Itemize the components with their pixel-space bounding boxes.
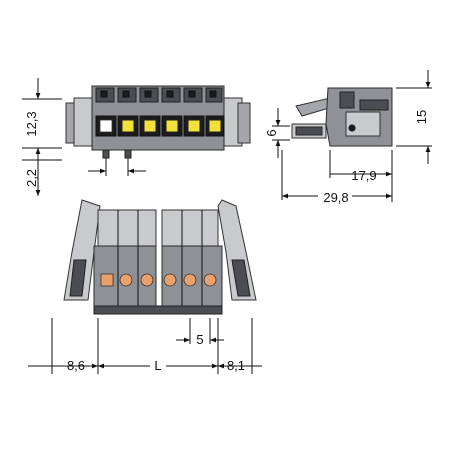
dim-label-17-9: 17,9 — [351, 168, 376, 183]
dim-label-6: 6 — [264, 129, 279, 136]
top-front-view — [65, 85, 251, 159]
dim-side-height: 15 — [396, 70, 432, 164]
side-view — [291, 87, 393, 147]
left-latch-plate — [73, 97, 93, 147]
dim-label-5: 5 — [196, 332, 203, 347]
side-window-1 — [339, 91, 355, 109]
dim-side-inner-width: 17,9 — [329, 150, 393, 202]
bottom-right-latch-grip — [231, 259, 251, 297]
dim-label-12-3: 12,3 — [24, 111, 39, 136]
top-squares — [100, 90, 217, 98]
dim-side-total-width: 29,8 — [281, 150, 392, 205]
dim-side-depth: 6 — [264, 108, 290, 158]
dim-top-left-step: 2,2 — [22, 159, 62, 196]
bottom-view — [63, 199, 257, 315]
side-panel — [345, 111, 381, 137]
side-rivet — [348, 124, 356, 132]
side-window-2 — [359, 99, 389, 111]
dim-label-8-6: 8,6 — [67, 358, 85, 373]
bottom-right-upper — [161, 209, 219, 247]
bottom-left-latch-grip — [69, 259, 87, 297]
dim-label-8-1: 8,1 — [227, 358, 245, 373]
bottom-separators — [117, 210, 203, 310]
dim-top-left-height: 12,3 — [22, 78, 62, 170]
bottom-strip — [93, 305, 223, 315]
wire-entry-slot — [295, 126, 323, 136]
dim-label-15: 15 — [414, 110, 429, 124]
dim-label-L: L — [154, 358, 161, 373]
dim-label-29-8: 29,8 — [323, 190, 348, 205]
bottom-left-upper — [97, 209, 157, 247]
contact-row — [100, 273, 217, 287]
right-latch — [237, 102, 251, 144]
dim-bottom-pitch: 5 — [176, 318, 224, 347]
dim-top-pitch — [88, 158, 146, 176]
dim-bottom-row: 8,6 L 8,1 — [28, 318, 262, 374]
conductor-openings — [95, 115, 225, 137]
bottom-pins — [102, 149, 132, 159]
dim-label-2-2: 2,2 — [24, 169, 39, 187]
